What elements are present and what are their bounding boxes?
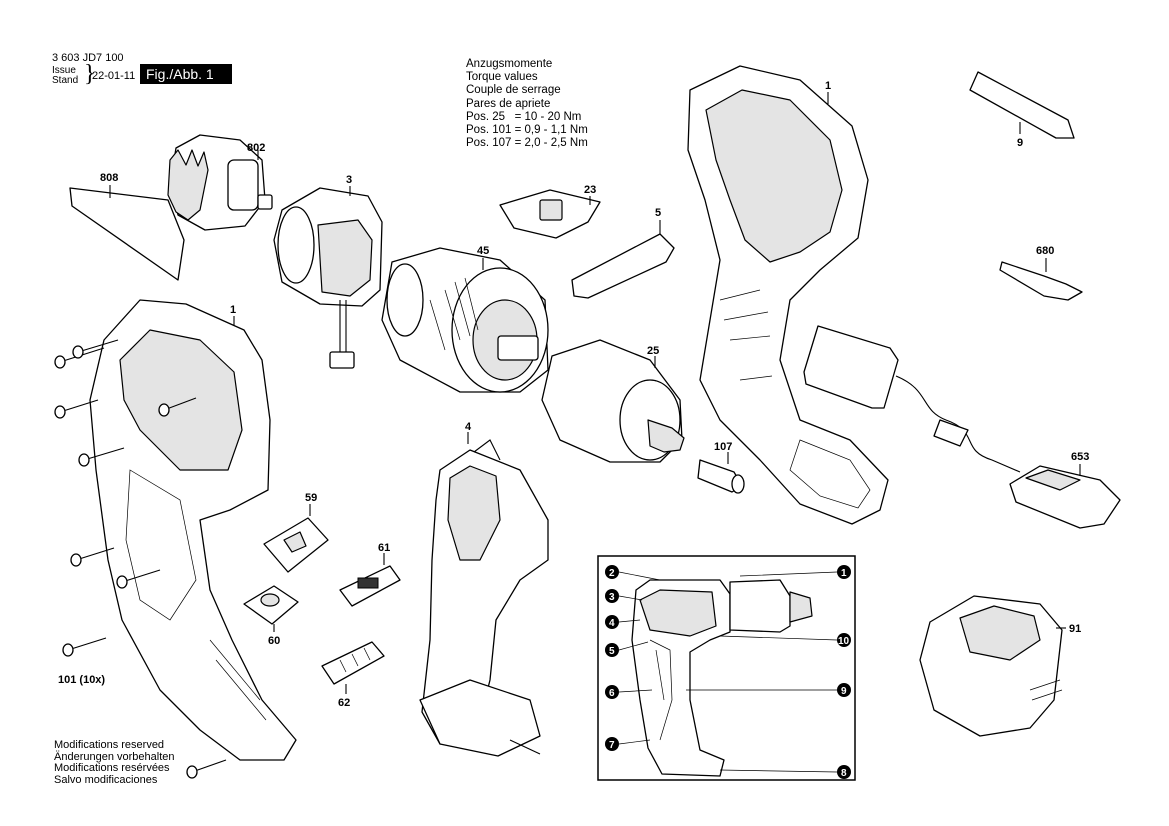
part-1-housing-left: 1 [89,299,297,761]
part-101-screws: 101 (10x) [54,339,227,779]
part-59-plate: 59 [263,492,329,573]
part-808-label-sheet: 808 [69,172,185,281]
part-4-switch-assembly: 4 [419,421,549,757]
inset-callout-3: 3 [609,592,615,603]
document-number: 3 603 JD7 100 [52,52,124,64]
part-680-bit: 680 [999,245,1083,301]
inset-callout-10: 10 [838,636,850,647]
inset-callout-2: 2 [609,568,615,579]
label-60: 60 [268,635,280,647]
part-25-drill-chuck: 25 [541,339,685,463]
inset-overview: 2 3 4 5 6 7 1 10 9 8 [597,555,856,781]
label-61: 61 [378,542,390,554]
issue-date: 22-01-11 [92,70,136,82]
part-107-screw: 107 [697,441,745,494]
label-1-right: 1 [825,80,831,92]
inset-callout-8: 8 [841,768,847,779]
issue-stand-label: Issue Stand [52,65,79,86]
label-1-left: 1 [230,304,236,316]
label-4: 4 [465,421,472,433]
brace-glyph: } [84,61,96,87]
part-802-motor: 802 [167,134,273,231]
label-107: 107 [714,441,732,453]
torque-title-es: Pares de apriete [466,97,551,110]
label-9: 9 [1017,137,1023,149]
inset-callout-7: 7 [609,740,615,751]
part-61-module: 61 [339,542,401,607]
label-62: 62 [338,697,350,709]
modifications-note: Modifications reserved Änderungen vorbeh… [54,739,175,786]
label-680: 680 [1036,245,1054,257]
label-3: 3 [346,174,352,186]
part-23-slider: 23 [499,184,601,239]
label-91: 91 [1069,623,1081,635]
label-59: 59 [305,492,317,504]
part-3-motor-housing: 3 [273,174,383,369]
label-45: 45 [477,245,489,257]
part-1-housing-right: 1 [687,65,889,525]
label-25: 25 [647,345,659,357]
label-101: 101 (10x) [58,674,105,686]
label-5: 5 [655,207,661,219]
part-60-clip: 60 [243,585,299,647]
label-653: 653 [1071,451,1089,463]
part-9-nameplate: 9 [969,71,1075,149]
inset-callout-6: 6 [609,688,615,699]
part-91-charger: 91 [919,595,1081,737]
part-45-gearbox: 45 [381,245,549,393]
figure-label: Fig./Abb. 1 [140,64,232,84]
inset-callout-4: 4 [609,618,615,629]
torque-spec-107: Pos. 107 = 2,0 - 2,5 Nm [466,137,588,150]
label-802: 802 [247,142,265,154]
inset-callout-9: 9 [841,686,847,697]
torque-spec-25: Pos. 25 = 10 - 20 Nm [466,110,582,123]
torque-title-fr: Couple de serrage [466,84,561,97]
label-23: 23 [584,184,596,196]
part-653-usb-cable: 653 [803,325,1121,529]
torque-title-en: Torque values [466,71,538,84]
torque-title-de: Anzugsmomente [466,58,553,70]
torque-values-block: Anzugsmomente Torque values Couple de se… [466,58,588,150]
inset-callout-1: 1 [841,568,847,579]
part-5-cover: 5 [571,207,675,299]
label-808: 808 [100,172,118,184]
inset-callout-5: 5 [609,646,615,657]
torque-spec-101: Pos. 101 = 0,9 - 1,1 Nm [466,124,588,137]
part-62-contact: 62 [321,641,385,709]
